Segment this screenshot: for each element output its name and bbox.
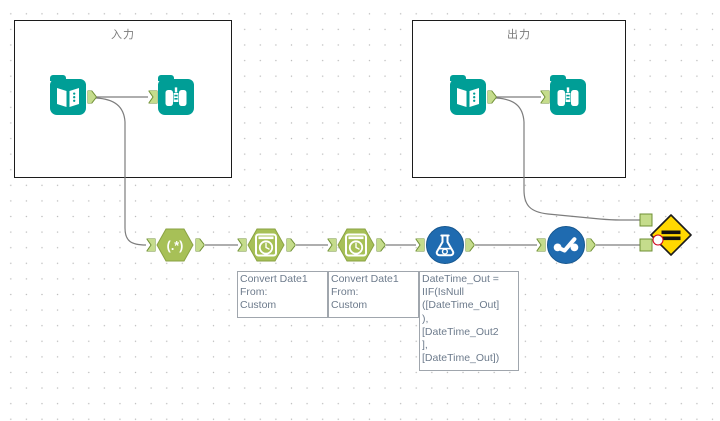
tool-container-input-title: 入力 bbox=[111, 29, 135, 41]
binoculars-browse-icon bbox=[550, 75, 586, 115]
annotation-formula-1: DateTime_Out = IIF(IsNull ([DateTime_Out… bbox=[419, 271, 519, 371]
binoculars-browse-icon bbox=[158, 75, 194, 115]
clock-datetime-icon bbox=[247, 228, 285, 262]
output-port-input-data-2[interactable] bbox=[487, 90, 497, 104]
join-error-badge[interactable] bbox=[652, 234, 664, 246]
input-port-datetime-1[interactable] bbox=[237, 238, 247, 252]
output-port-datetime-2[interactable] bbox=[376, 238, 386, 252]
output-port-regex-1[interactable] bbox=[195, 238, 205, 252]
annotation-datetime-1: Convert Date1 From: Custom bbox=[237, 271, 328, 318]
output-port-formula-1[interactable] bbox=[465, 238, 475, 252]
equals-join-icon bbox=[649, 213, 692, 256]
input-port-formula-1[interactable] bbox=[415, 238, 425, 252]
regex-glyph: (.*) bbox=[167, 239, 184, 253]
input-port-join-a[interactable] bbox=[639, 238, 653, 252]
input-port-browse-1[interactable] bbox=[148, 90, 158, 104]
clock-datetime-icon bbox=[337, 228, 375, 262]
input-port-join-e[interactable] bbox=[639, 213, 653, 227]
tool-container-input[interactable]: 入力 bbox=[14, 20, 232, 178]
input-port-browse-2[interactable] bbox=[540, 90, 550, 104]
output-port-datetime-1[interactable] bbox=[286, 238, 296, 252]
select-check-icon bbox=[547, 226, 585, 264]
input-port-regex-1[interactable] bbox=[146, 238, 156, 252]
input-port-select-1[interactable] bbox=[536, 238, 546, 252]
input-port-datetime-2[interactable] bbox=[327, 238, 337, 252]
output-port-input-data-1[interactable] bbox=[87, 90, 97, 104]
annotation-datetime-2: Convert Date1 From: Custom bbox=[328, 271, 419, 318]
tool-container-output[interactable]: 出力 bbox=[412, 20, 626, 178]
flask-formula-icon bbox=[426, 226, 464, 264]
tool-container-output-title: 出力 bbox=[507, 29, 531, 41]
regex-icon: (.*) bbox=[156, 228, 194, 262]
book-input-data-icon bbox=[450, 75, 486, 115]
book-input-data-icon bbox=[50, 75, 86, 115]
output-port-select-1[interactable] bbox=[586, 238, 596, 252]
